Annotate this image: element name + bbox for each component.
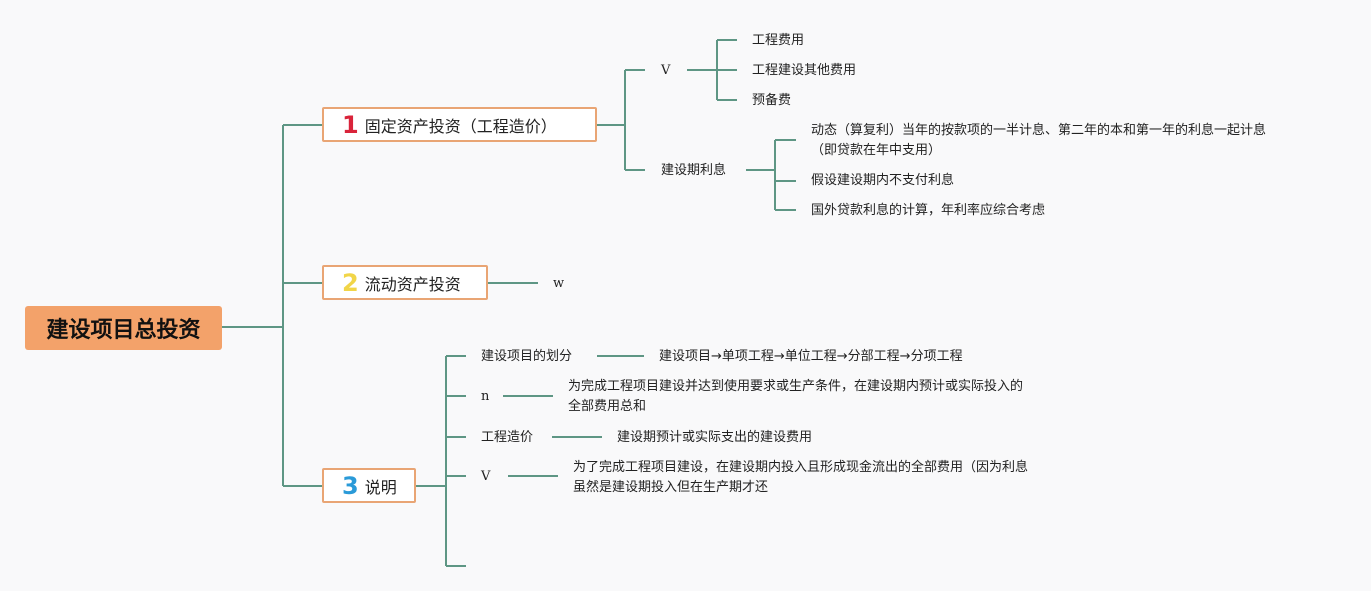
node-n[interactable]: n	[481, 388, 489, 405]
node-label: V	[661, 63, 671, 78]
node-label-line2: （即贷款在年中支用）	[811, 143, 942, 158]
node-engineering-cost[interactable]: 工程费用	[752, 32, 804, 49]
node-label: 建设期利息	[661, 163, 727, 178]
node-label: 假设建设期内不支付利息	[811, 173, 955, 188]
node-construction-interest[interactable]: 建设期利息	[661, 162, 726, 179]
node-other-costs[interactable]: 工程建设其他费用	[752, 62, 856, 79]
branch-label: 流动资产投资	[364, 274, 461, 294]
node-n-detail[interactable]: 为完成工程项目建设并达到使用要求或生产条件，在建设期内预计或实际投入的 全部费用…	[568, 377, 1023, 417]
branch-fixed-assets[interactable]: 1 固定资产投资（工程造价）	[322, 107, 597, 142]
number-3-icon: 3	[342, 471, 359, 500]
node-label: 预备费	[752, 93, 792, 108]
node-engineering-cost-def-detail[interactable]: 建设期预计或实际支出的建设费用	[617, 429, 812, 446]
node-project-division[interactable]: 建设项目的划分	[481, 348, 572, 365]
branch-label: 固定资产投资（工程造价）	[364, 116, 557, 136]
node-label-line2: 虽然是建设期投入但在生产期才还	[573, 480, 769, 495]
node-label: 工程造价	[481, 430, 534, 445]
node-label: n	[481, 389, 490, 404]
node-label: 国外贷款利息的计算，年利率应综合考虑	[811, 203, 1046, 218]
branch-label: 说明	[364, 477, 397, 497]
node-no-interest-paid[interactable]: 假设建设期内不支付利息	[811, 172, 954, 189]
node-dynamic-interest[interactable]: 动态（算复利）当年的按款项的一半计息、第二年的本和第一年的利息一起计息 （即贷款…	[811, 121, 1266, 161]
node-v[interactable]: V	[661, 62, 670, 79]
node-engineering-cost-def[interactable]: 工程造价	[481, 429, 533, 446]
node-label-line2: 全部费用总和	[568, 399, 647, 414]
node-label-line1: 动态（算复利）当年的按款项的一半计息、第二年的本和第一年的利息一起计息	[811, 123, 1267, 138]
node-label: 建设期预计或实际支出的建设费用	[617, 430, 813, 445]
node-label: w	[553, 276, 565, 291]
node-project-division-detail[interactable]: 建设项目→单项工程→单位工程→分部工程→分项工程	[659, 348, 963, 365]
node-v2-detail[interactable]: 为了完成工程项目建设，在建设期内投入且形成现金流出的全部费用（因为利息 虽然是建…	[573, 458, 1028, 498]
node-w[interactable]: w	[553, 275, 564, 292]
node-label: 工程建设其他费用	[752, 63, 857, 78]
branch-current-assets[interactable]: 2 流动资产投资	[322, 265, 488, 300]
branch-notes[interactable]: 3 说明	[322, 468, 416, 503]
node-label: 建设项目→单项工程→单位工程→分部工程→分项工程	[659, 349, 963, 364]
number-2-icon: 2	[342, 268, 359, 297]
node-foreign-loan-interest[interactable]: 国外贷款利息的计算，年利率应综合考虑	[811, 202, 1045, 219]
node-label: V	[481, 469, 491, 484]
node-empty[interactable]	[481, 558, 501, 575]
node-label: 工程费用	[752, 33, 805, 48]
node-label: 建设项目的划分	[481, 349, 573, 364]
root-node[interactable]: 建设项目总投资	[25, 306, 222, 350]
node-label-line1: 为了完成工程项目建设，在建设期内投入且形成现金流出的全部费用（因为利息	[573, 460, 1029, 475]
root-label: 建设项目总投资	[46, 318, 201, 343]
node-reserve-fee[interactable]: 预备费	[752, 92, 791, 109]
node-v2[interactable]: V	[481, 468, 490, 485]
number-1-icon: 1	[342, 110, 359, 139]
node-label-line1: 为完成工程项目建设并达到使用要求或生产条件，在建设期内预计或实际投入的	[568, 379, 1024, 394]
